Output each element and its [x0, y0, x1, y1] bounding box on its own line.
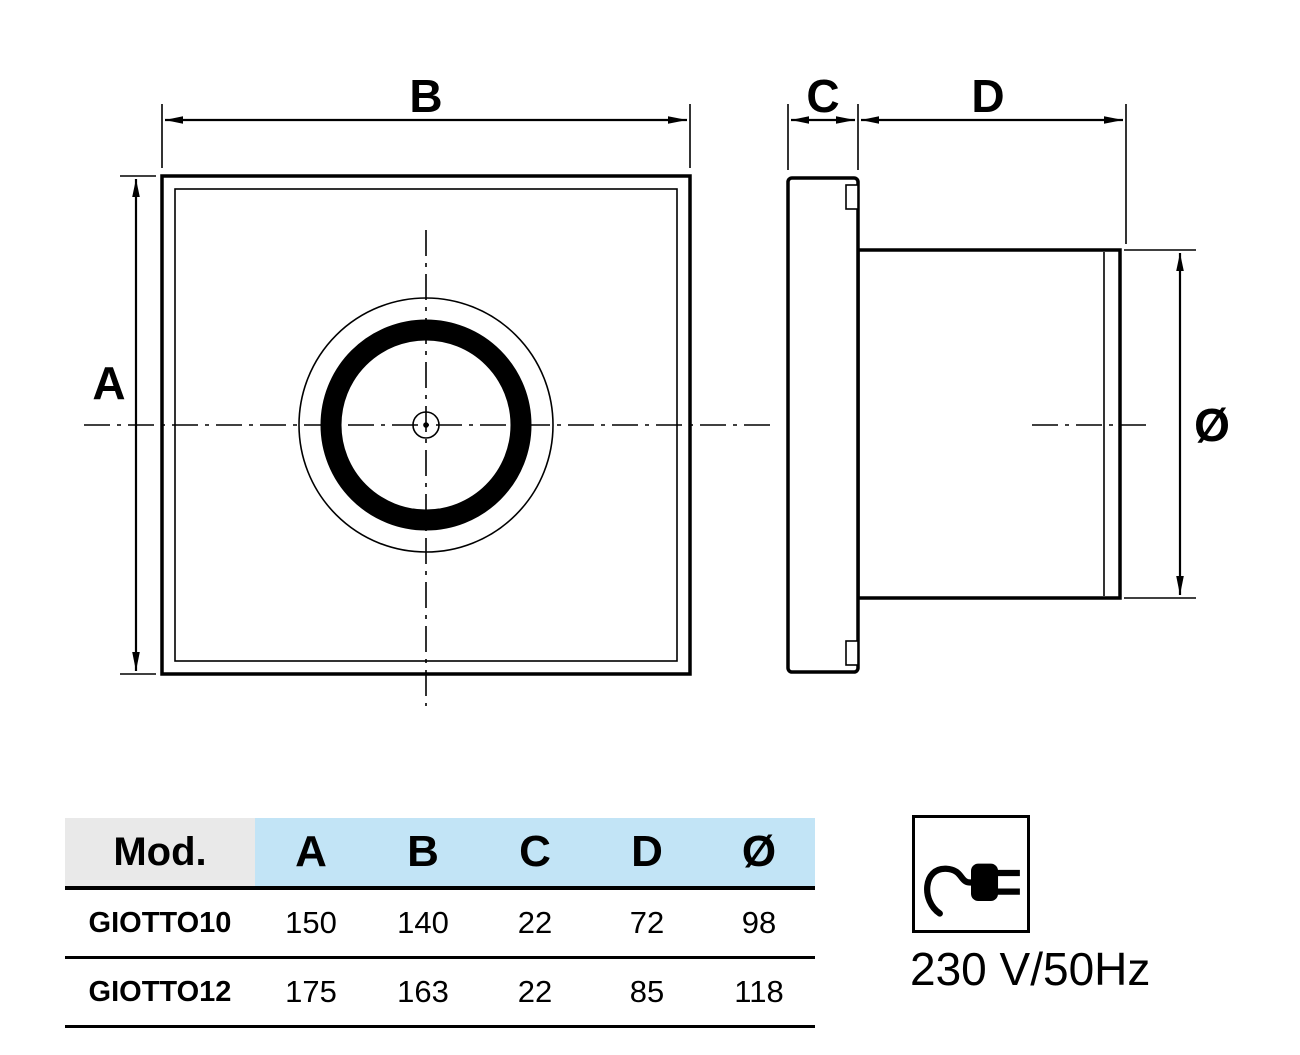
model-name: GIOTTO12: [88, 975, 232, 1008]
flange-outline: [786, 176, 860, 674]
table-row: GIOTTO12 175 163 22 85 118: [65, 959, 815, 1028]
table-header-d: D: [591, 818, 703, 886]
value-diameter: 98: [741, 905, 777, 940]
dim-label-d: D: [971, 70, 1004, 122]
dimension-a: A: [92, 175, 156, 675]
table-header-a: A: [255, 818, 367, 886]
front-view: [84, 174, 772, 706]
table-header-c: C: [479, 818, 591, 886]
dimension-c: C: [787, 70, 859, 170]
power-plug-icon: [924, 863, 1020, 917]
model-name: GIOTTO10: [88, 906, 232, 939]
power-plug-box: [912, 815, 1030, 933]
value-d: 85: [629, 974, 665, 1009]
power-rating: 230 V/50Hz: [910, 943, 1151, 995]
dimension-d: D: [861, 70, 1127, 244]
side-view: [786, 176, 1152, 674]
table-header-mod: Mod.: [65, 818, 255, 886]
table-header-diameter: Ø: [703, 818, 815, 886]
value-diameter: 118: [734, 974, 784, 1009]
plug-body: [971, 863, 999, 902]
value-b: 140: [397, 905, 449, 940]
value-c: 22: [517, 905, 553, 940]
body-outline: [856, 248, 1122, 600]
table-header-b: B: [367, 818, 479, 886]
plug-cable: [924, 865, 977, 917]
value-d: 72: [629, 905, 665, 940]
value-a: 175: [285, 974, 337, 1009]
table-header-row: Mod. A B C D Ø: [65, 818, 815, 890]
table-row: GIOTTO10 150 140 22 72 98: [65, 890, 815, 959]
dim-label-a: A: [92, 357, 125, 409]
dim-label-b: B: [409, 70, 442, 122]
dim-label-c: C: [806, 70, 839, 122]
value-a: 150: [285, 905, 337, 940]
flange-clip-top: [845, 184, 859, 210]
dim-label-diameter: Ø: [1194, 399, 1230, 451]
value-c: 22: [517, 974, 553, 1009]
flange-clip-bottom: [845, 640, 859, 666]
technical-drawing: B A C D: [84, 70, 1230, 706]
value-b: 163: [397, 974, 449, 1009]
dimension-diameter: Ø: [1124, 249, 1230, 599]
dimensions-table: Mod. A B C D Ø GIOTTO10 150 140 22 72 98…: [65, 818, 815, 1028]
dimension-b: B: [161, 70, 691, 168]
